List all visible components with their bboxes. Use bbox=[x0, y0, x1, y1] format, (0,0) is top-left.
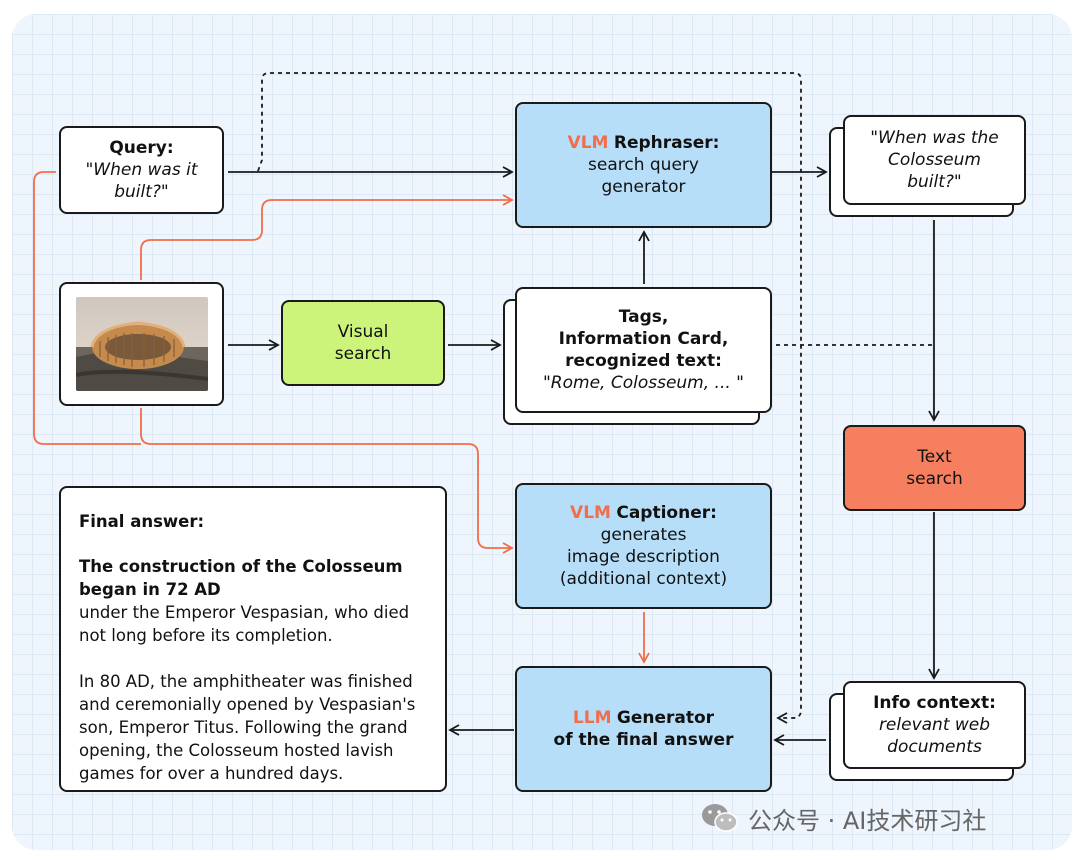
dotted-query-to-generator bbox=[257, 72, 802, 724]
watermark: 公众号 · AI技术研习社 bbox=[700, 800, 986, 836]
rephraser-title: Rephraser: bbox=[613, 133, 720, 153]
query-box: Query: "When was it built?" bbox=[59, 126, 224, 214]
query-text: "When was it built?" bbox=[85, 160, 198, 202]
tags-example: "Rome, Colosseum, ... " bbox=[542, 373, 744, 393]
visual-search-line2: search bbox=[334, 344, 392, 364]
text-search-line2: search bbox=[906, 469, 963, 489]
orange-image-to-rephraser bbox=[140, 194, 514, 280]
rephrased-query-box: "When was the Colosseum built?" bbox=[843, 115, 1026, 205]
tags-line1: Tags, bbox=[618, 307, 669, 327]
colosseum-photo bbox=[76, 297, 208, 391]
captioner-title: Captioner: bbox=[616, 503, 717, 523]
visual-search-box: Visual search bbox=[281, 300, 445, 386]
captioner-line3: (additional context) bbox=[559, 569, 728, 589]
query-label: Query: bbox=[109, 138, 174, 158]
captioner-box: VLM Captioner: generates image descripti… bbox=[515, 483, 772, 609]
final-answer-bold: The construction of the Colosseum began … bbox=[79, 557, 403, 599]
final-answer-text1: under the Emperor Vespasian, who died no… bbox=[79, 603, 410, 645]
tags-line3: recognized text: bbox=[565, 351, 722, 371]
tags-box: Tags, Information Card, recognized text:… bbox=[515, 287, 772, 413]
captioner-line1: generates bbox=[600, 525, 687, 545]
visual-search-line1: Visual bbox=[337, 322, 389, 342]
wechat-icon bbox=[702, 804, 738, 832]
orange-query-side bbox=[33, 171, 141, 445]
generator-line2: of the final answer bbox=[553, 730, 734, 750]
text-search-box: Text search bbox=[843, 425, 1026, 511]
rephrased-query-text: "When was the Colosseum built?" bbox=[870, 128, 999, 192]
captioner-accent: VLM bbox=[570, 503, 611, 523]
generator-accent: LLM bbox=[572, 708, 612, 728]
captioner-line2: image description bbox=[567, 547, 720, 567]
text-search-line1: Text bbox=[917, 447, 952, 467]
rephraser-line2: generator bbox=[601, 177, 686, 197]
rephraser-box: VLM Rephraser: search query generator bbox=[515, 102, 772, 228]
orange-image-to-captioner bbox=[140, 408, 514, 554]
rephraser-accent: VLM bbox=[567, 133, 609, 153]
generator-box: LLM Generator of the final answer bbox=[515, 666, 772, 792]
final-answer-label: Final answer: bbox=[79, 512, 205, 531]
watermark-text: 公众号 · AI技术研习社 bbox=[748, 806, 987, 835]
info-context-line1: relevant web bbox=[878, 715, 991, 735]
info-context-title: Info context: bbox=[873, 693, 996, 713]
tags-line2: Information Card, bbox=[558, 329, 729, 349]
info-context-line2: documents bbox=[887, 737, 982, 757]
generator-title: Generator bbox=[616, 708, 715, 728]
info-context-box: Info context: relevant web documents bbox=[843, 681, 1026, 769]
rephraser-line1: search query bbox=[588, 155, 699, 175]
final-answer-text2: In 80 AD, the amphitheater was finished … bbox=[79, 672, 416, 783]
final-answer-box: Final answer: The construction of the Co… bbox=[59, 486, 447, 792]
